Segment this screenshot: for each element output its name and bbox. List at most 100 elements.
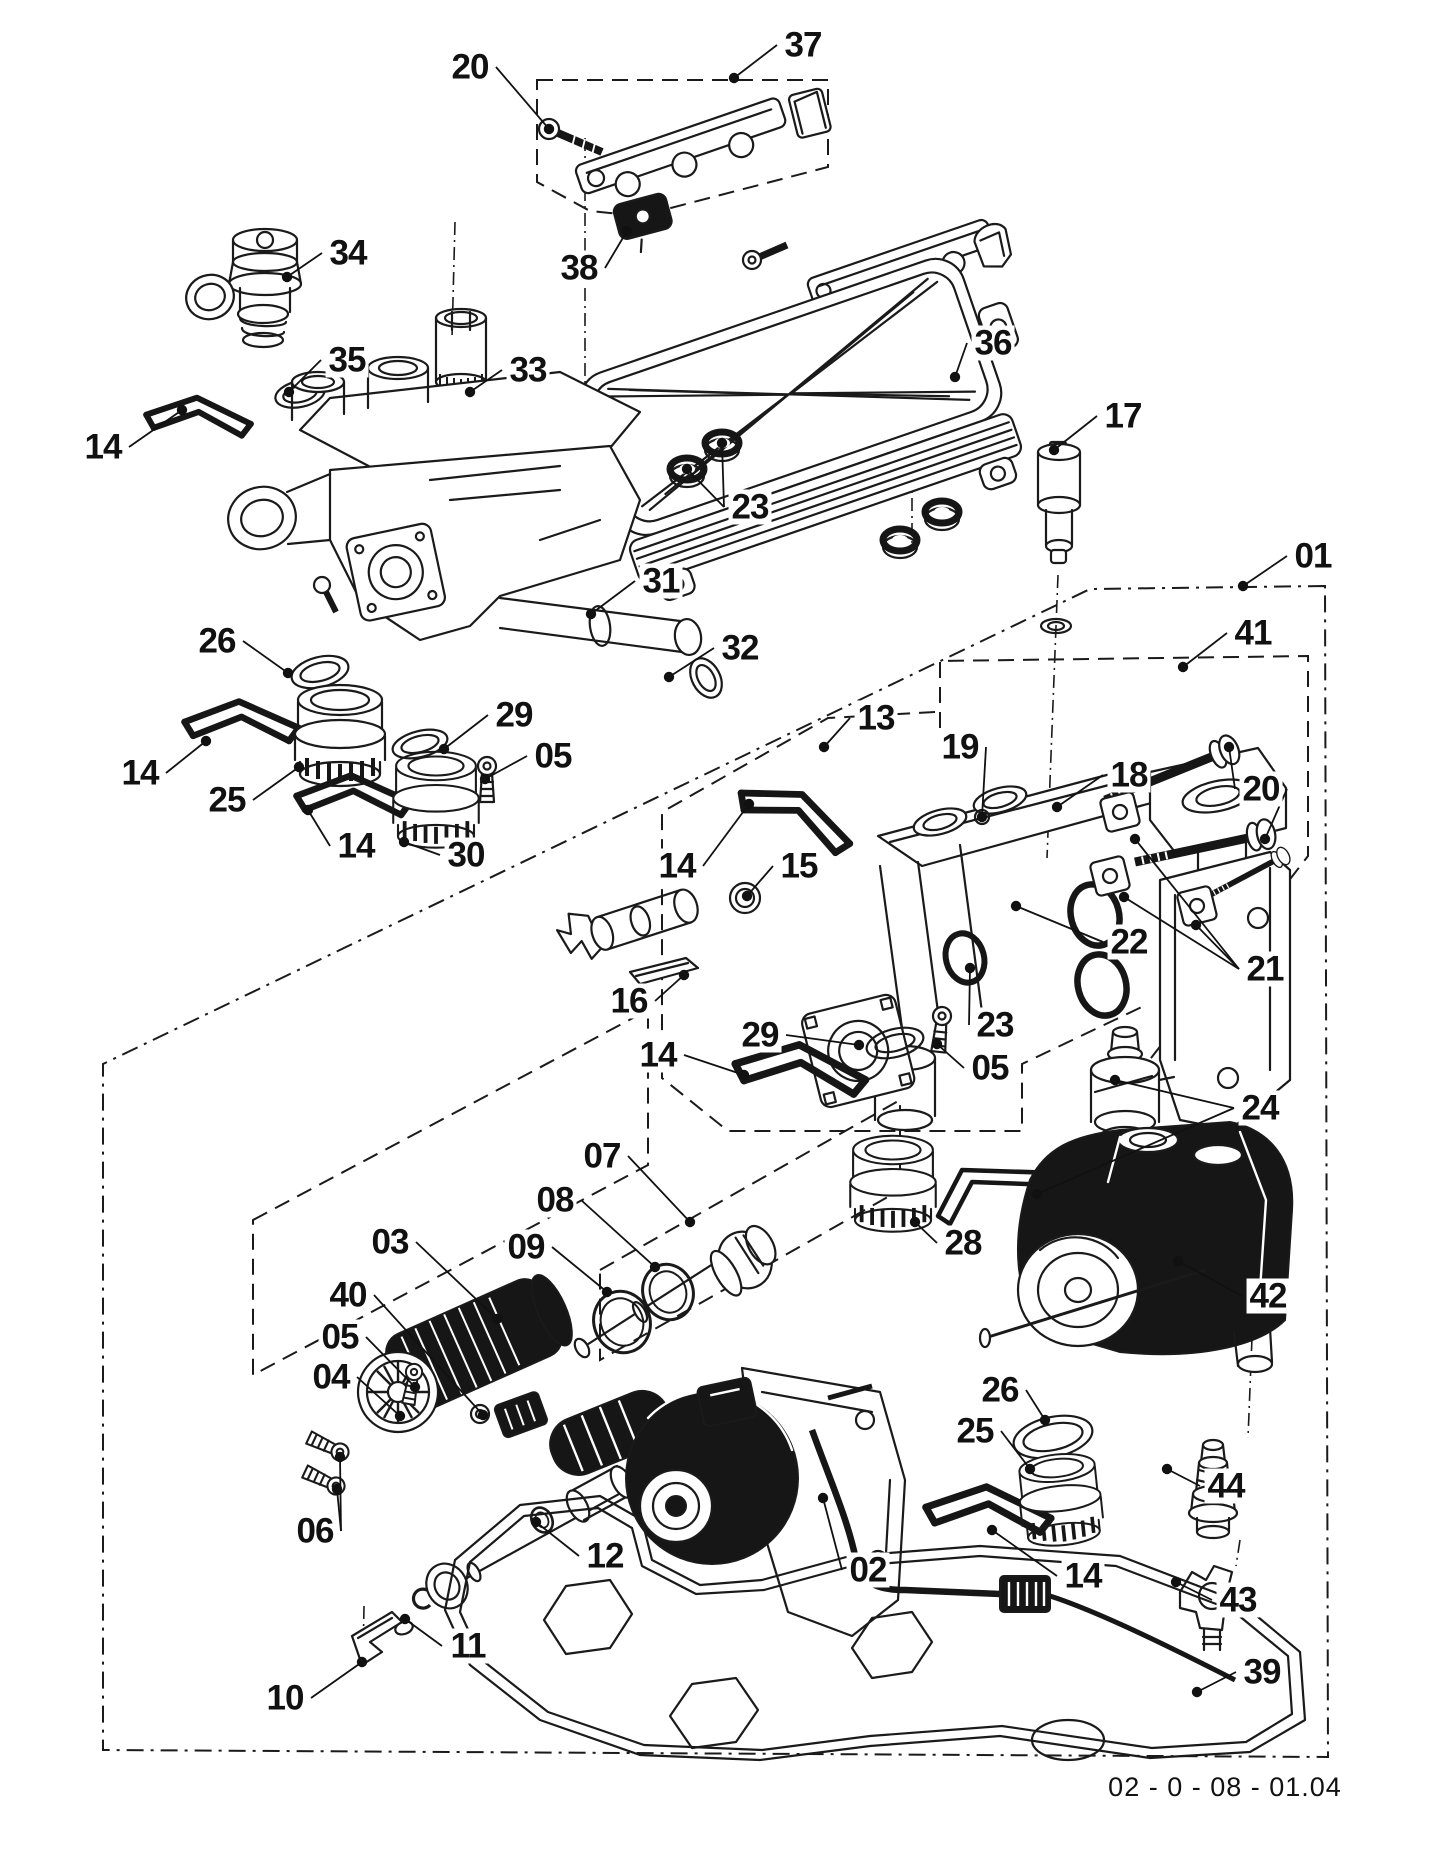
leader-line-22 (1015, 905, 1104, 943)
leader-dot-06 (334, 1451, 346, 1463)
leader-line-29 (443, 714, 489, 750)
leader-line-15 (746, 865, 774, 897)
leader-dot-16 (678, 969, 690, 981)
leader-line-23 (968, 967, 971, 1026)
circlip-11 (411, 1587, 432, 1610)
union-fitting-28 (848, 1133, 938, 1234)
leader-line-38 (604, 230, 628, 269)
screw-rail (741, 241, 789, 271)
group-box-37 (536, 79, 829, 218)
leader-dot-14 (743, 798, 755, 810)
leader-dot-11 (399, 1613, 411, 1625)
cartridge-kit-07 (573, 1224, 777, 1359)
leader-line-05 (484, 755, 528, 780)
rail-clip (787, 87, 832, 139)
leader-line-11 (404, 1618, 443, 1647)
leader-line-43 (1175, 1581, 1213, 1601)
hydraulic-manifold-31 (227, 355, 703, 657)
leader-line-42 (1177, 1260, 1243, 1297)
rail-clamp (973, 223, 1013, 268)
oring-32 (689, 657, 723, 699)
leader-line-23 (686, 468, 725, 508)
leader-line-14 (165, 740, 207, 774)
leader-line-20 (1264, 788, 1288, 840)
assembly-boundary-01 (102, 584, 1330, 1759)
leader-dot-20 (1259, 833, 1271, 845)
leader-line-01 (1242, 555, 1288, 587)
leader-dot-14 (738, 1069, 750, 1081)
leader-line-40 (373, 1294, 484, 1416)
retaining-clip-14 (735, 769, 860, 861)
leader-line-31 (590, 580, 636, 615)
leader-line-20 (1228, 746, 1236, 790)
leader-line-06 (336, 1488, 342, 1532)
seal-grommet (883, 529, 917, 558)
leader-dot-21 (1118, 891, 1130, 903)
leader-line-32 (668, 647, 715, 678)
leader-line-26 (1025, 1389, 1046, 1421)
leader-dot-38 (621, 225, 633, 237)
leader-line-39 (1196, 1671, 1237, 1693)
leader-lines (128, 44, 1288, 1699)
gas-manifold-group (801, 746, 1292, 1132)
union-fitting-30 (391, 749, 481, 850)
igniter-16 (555, 888, 700, 986)
leader-dot-24 (1031, 1188, 1043, 1200)
union-fitting-25 (293, 683, 387, 788)
leader-dot-31 (585, 608, 597, 620)
leader-line-14 (702, 803, 750, 867)
leader-dot-10 (356, 1656, 368, 1668)
leader-dot-12 (530, 1516, 542, 1528)
leader-dot-14 (200, 735, 212, 747)
leader-line-14 (307, 809, 331, 847)
leader-dot-05 (479, 773, 491, 785)
mounting-rail-top (574, 87, 832, 198)
leader-dot-22 (1010, 900, 1022, 912)
leader-line-34 (286, 252, 323, 278)
leader-line-03 (415, 1241, 498, 1320)
leader-dot-21 (1190, 919, 1202, 931)
leader-dot-34 (281, 271, 293, 283)
safety-valve-34 (185, 227, 303, 349)
leader-dot-33 (464, 386, 476, 398)
leader-line-23 (721, 442, 725, 508)
leader-dot-02 (817, 1492, 829, 1504)
oring-15 (728, 881, 762, 915)
leader-dot-03 (491, 1313, 503, 1325)
leader-dot-07 (684, 1216, 696, 1228)
leader-line-35 (288, 359, 322, 393)
leader-line-36 (954, 342, 968, 378)
leader-dot-44 (1161, 1463, 1173, 1475)
leader-line-05 (936, 1043, 965, 1069)
group-box-03 (252, 1008, 649, 1377)
screws-06 (300, 1428, 353, 1499)
leader-dot-43 (1170, 1576, 1182, 1588)
leader-dot-13 (818, 741, 830, 753)
leader-dot-06 (331, 1483, 343, 1495)
leader-dot-39 (1191, 1686, 1203, 1698)
group-box-41 (939, 654, 1309, 1063)
group-box-13 (661, 711, 1149, 1132)
leader-dot-30 (398, 836, 410, 848)
fan-blower-02 (549, 1366, 907, 1638)
base-plate-39 (443, 1494, 1307, 1762)
leader-dot-40 (477, 1409, 489, 1421)
leader-line-14 (683, 1054, 745, 1076)
leader-dot-14 (302, 804, 314, 816)
leader-dot-23 (964, 962, 976, 974)
leader-line-26 (242, 640, 289, 674)
leader-dot-20 (543, 123, 555, 135)
leader-line-04 (356, 1376, 401, 1417)
leader-line-33 (469, 369, 503, 393)
leader-dot-05 (931, 1038, 943, 1050)
leader-line-30 (403, 841, 441, 856)
leader-line-14 (991, 1529, 1058, 1577)
sensor-17 (1036, 440, 1082, 635)
leader-line-07 (627, 1155, 691, 1223)
fixing-plate-38 (612, 192, 673, 254)
leader-dot-05 (409, 1381, 421, 1393)
leader-line-19 (981, 746, 987, 818)
leader-dot-37 (728, 72, 740, 84)
